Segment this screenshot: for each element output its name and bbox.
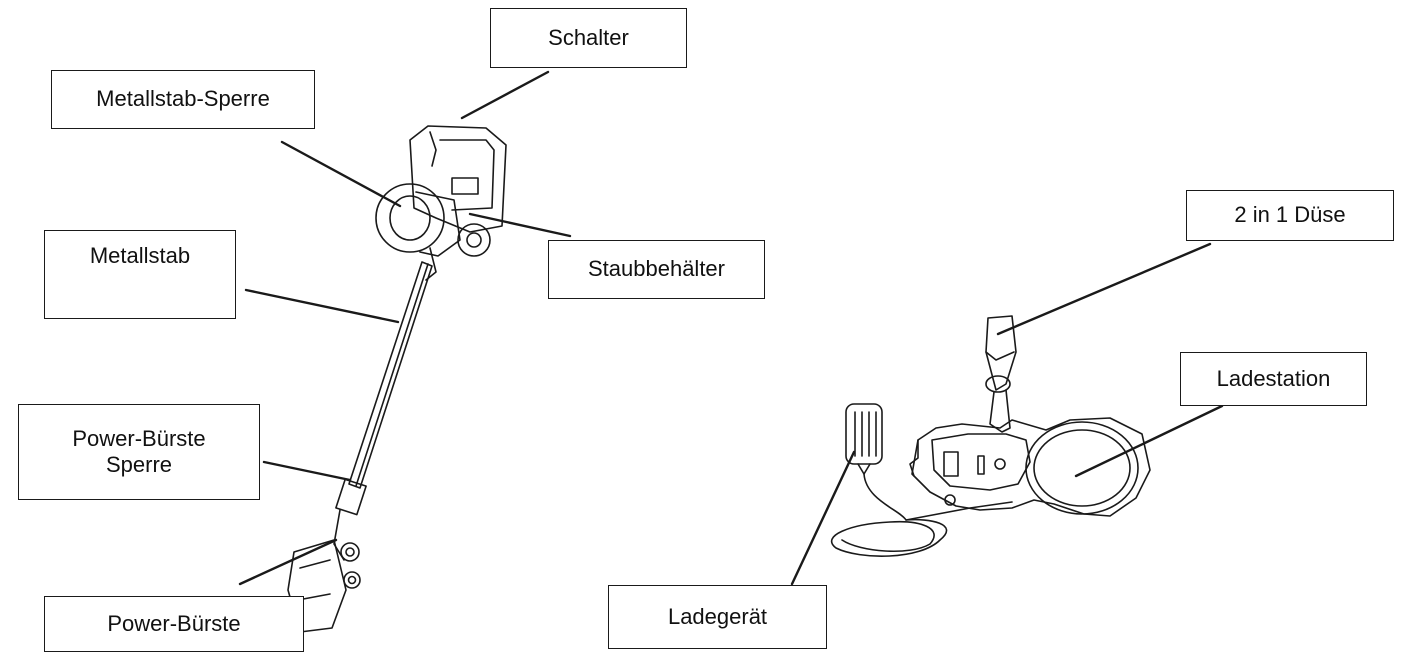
label-staubbehaelter: Staubbehälter xyxy=(548,240,765,299)
label-power-buerste: Power-Bürste xyxy=(44,596,304,652)
label-metallstab-sperre: Metallstab-Sperre xyxy=(51,70,315,129)
label-ladegeraet-text: Ladegerät xyxy=(667,603,768,629)
label-metallstab-sperre-text: Metallstab-Sperre xyxy=(96,86,270,112)
label-staubbehaelter-text: Staubbehälter xyxy=(588,256,725,282)
charger-illustration xyxy=(830,403,1013,557)
charging-station-illustration xyxy=(909,315,1151,517)
label-metallstab: Metallstab xyxy=(44,230,236,319)
leader-line-duese xyxy=(996,242,1212,336)
label-duese: 2 in 1 Düse xyxy=(1186,190,1394,241)
label-power-buerste-sperre-line2: Sperre xyxy=(105,452,173,477)
leader-line-metallstab xyxy=(244,288,400,324)
label-schalter-text: Schalter xyxy=(548,24,629,50)
label-power-buerste-sperre: Power-Bürste Sperre xyxy=(18,404,260,500)
leader-line-schalter xyxy=(460,70,550,120)
label-ladestation-text: Ladestation xyxy=(1216,365,1331,391)
label-power-buerste-sperre-line1: Power-Bürste xyxy=(72,425,206,451)
leader-line-power-buerste xyxy=(238,538,338,586)
label-metallstab-text: Metallstab xyxy=(89,243,191,268)
stick-vacuum-illustration xyxy=(287,125,507,633)
label-power-buerste-text: Power-Bürste xyxy=(107,610,241,636)
leader-line-ladestation xyxy=(1074,404,1224,478)
label-ladegeraet: Ladegerät xyxy=(608,585,827,649)
leader-line-power-buerste-sperre xyxy=(262,460,352,482)
leader-line-staubbehaelter xyxy=(468,212,572,238)
label-ladestation: Ladestation xyxy=(1180,352,1367,406)
label-schalter: Schalter xyxy=(490,8,687,68)
leader-line-metallstab-sperre xyxy=(280,140,402,208)
label-duese-text: 2 in 1 Düse xyxy=(1234,202,1346,228)
leader-line-ladegeraet xyxy=(790,450,856,586)
